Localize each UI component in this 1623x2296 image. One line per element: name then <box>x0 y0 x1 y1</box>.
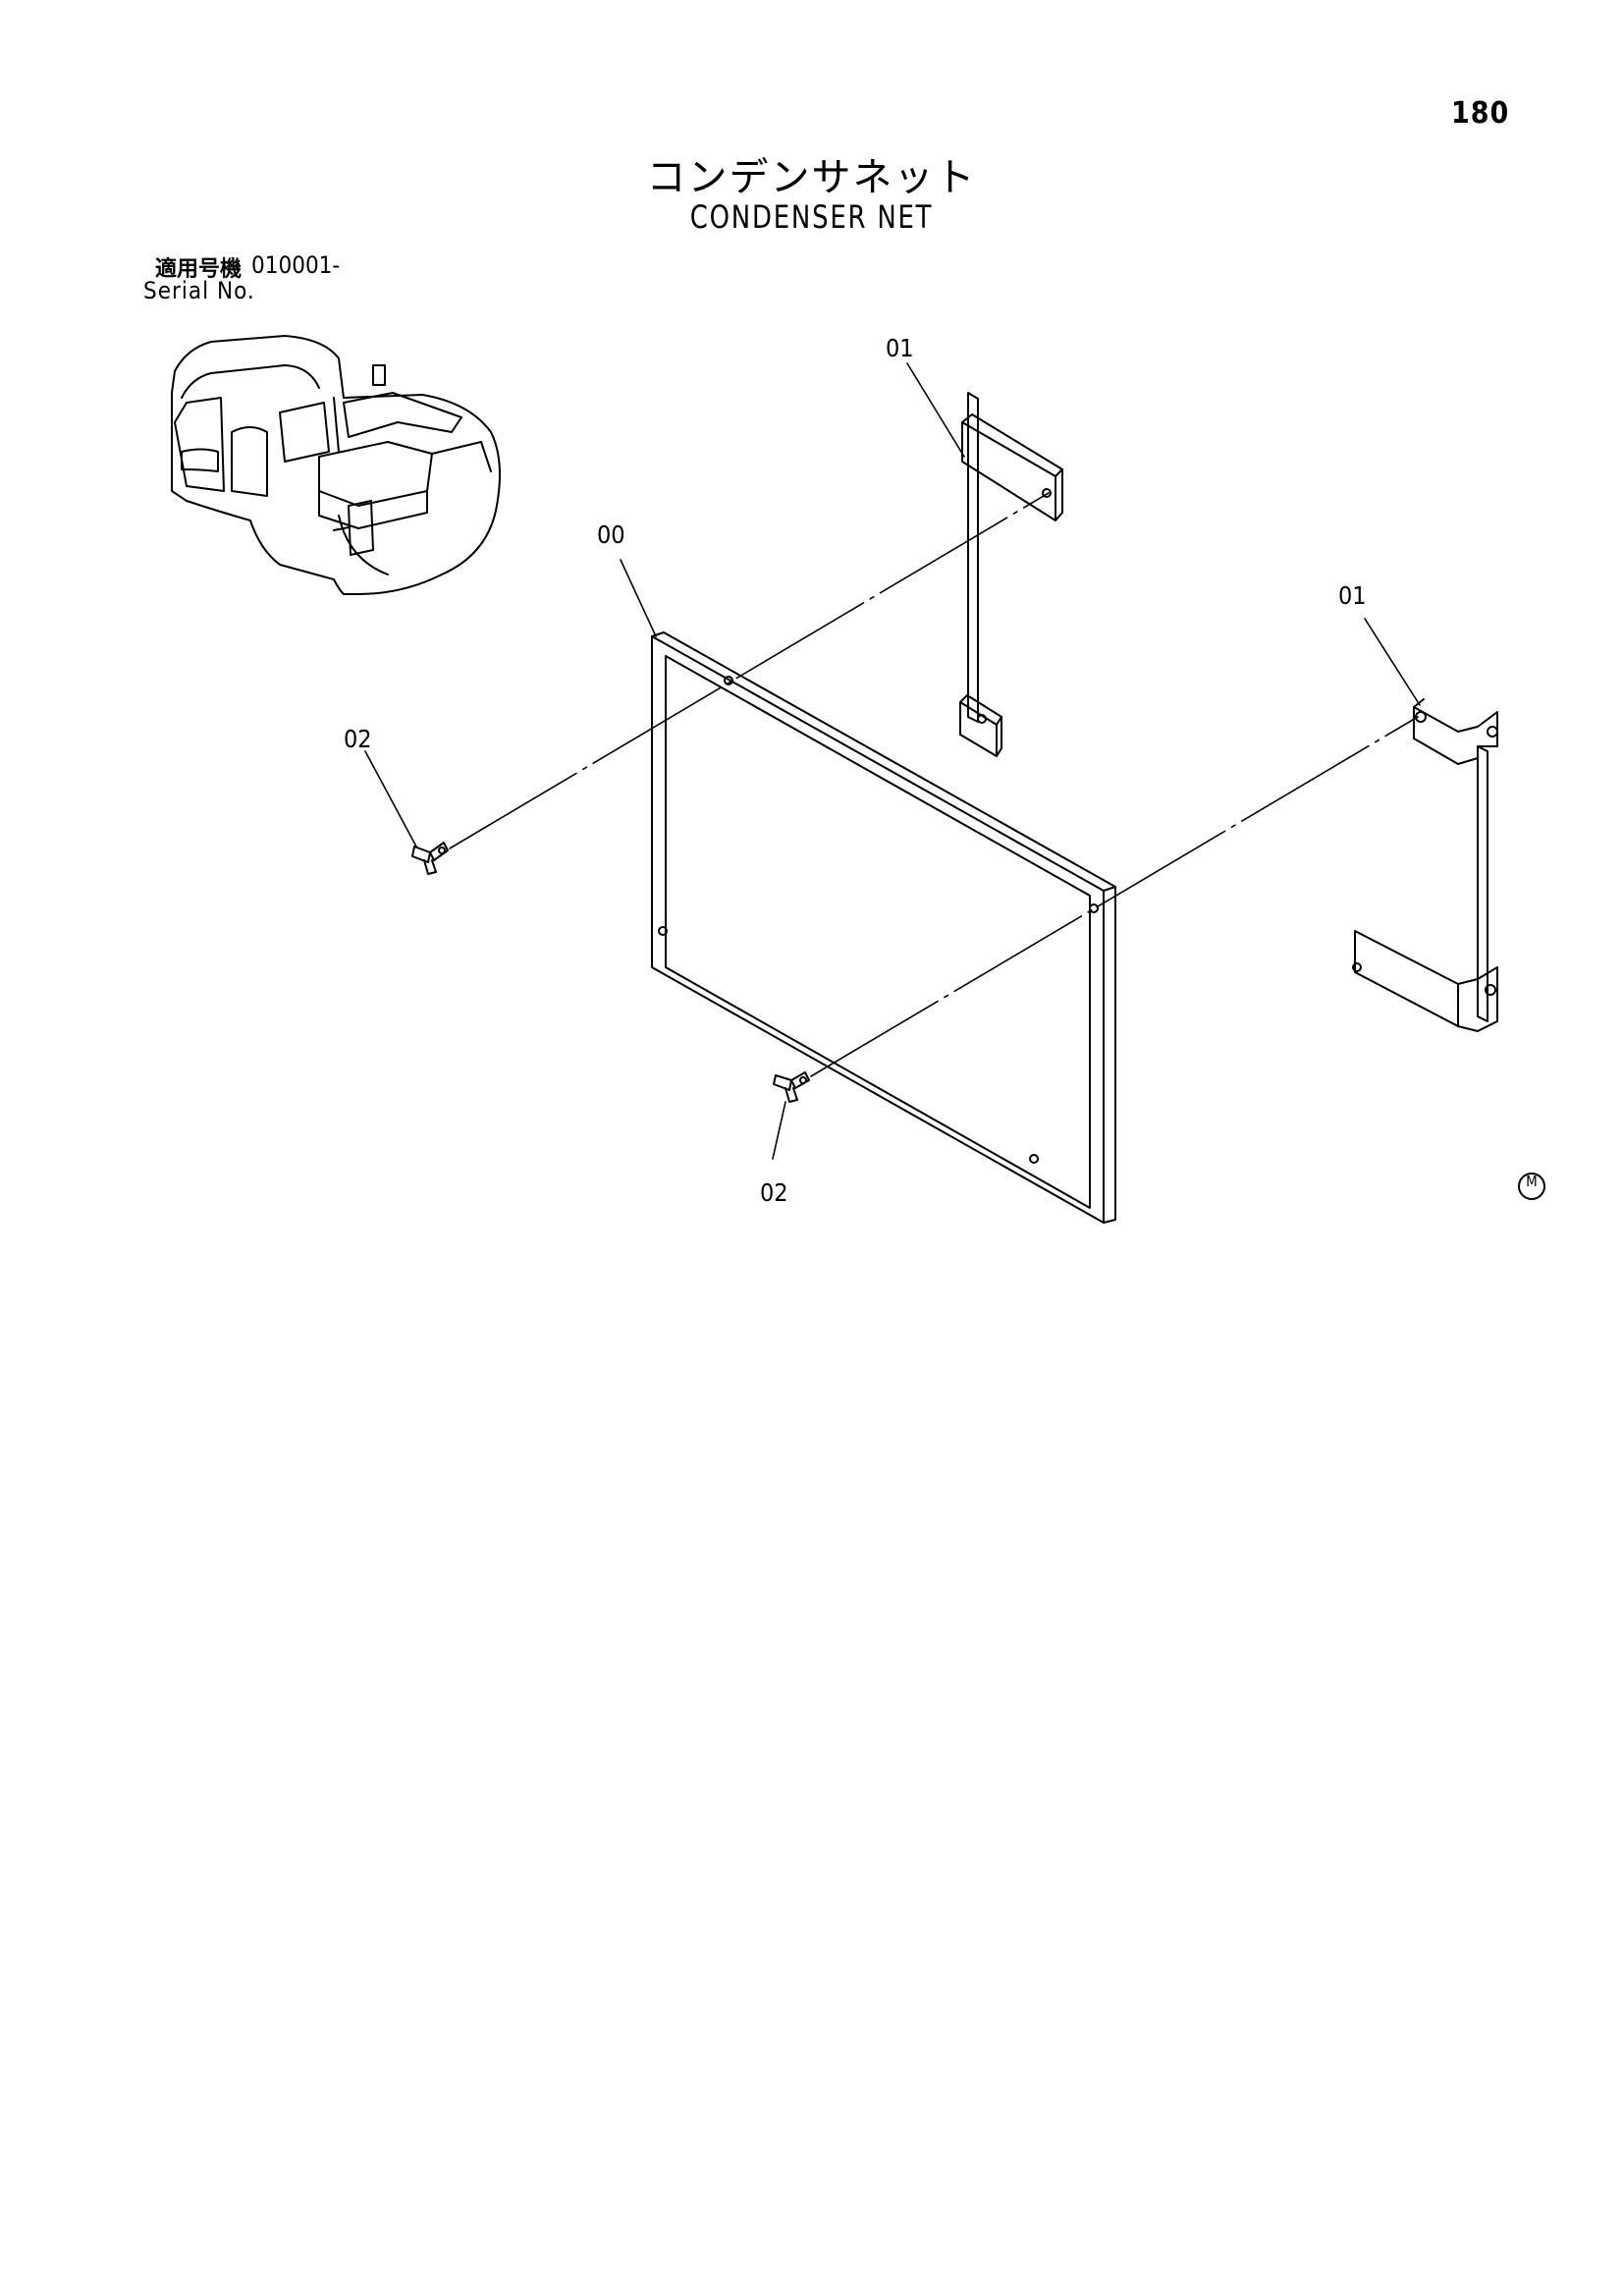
serial-label-japanese: 適用号機 <box>155 257 243 282</box>
condenser-net-frame <box>651 631 1116 1224</box>
callout-label-bracket-top: 01 <box>886 334 914 362</box>
page-number: 180 <box>1451 96 1510 131</box>
callout-label-wing-nut-left: 02 <box>344 725 372 753</box>
serial-value: 010001- <box>251 251 341 279</box>
title-japanese: コンデンサネット <box>646 155 977 200</box>
serial-label-english: Serial No. <box>143 277 255 304</box>
assembly-lines <box>449 492 1419 1077</box>
callout-label-bracket-right: 01 <box>1338 581 1367 610</box>
leader-lines <box>364 362 1421 1160</box>
bracket-top <box>959 392 1063 757</box>
bracket-right <box>1352 698 1498 1032</box>
callout-label-wing-nut-bottom: 02 <box>760 1178 788 1207</box>
circle-mark <box>1518 1173 1545 1200</box>
excavator-locator-illustration <box>171 335 501 595</box>
title-english: CONDENSER NET <box>689 198 934 236</box>
wing-nut-bottom <box>773 1071 810 1103</box>
callout-label-net: 00 <box>597 520 625 549</box>
circle-mark-letter: M <box>1526 1173 1538 1190</box>
wing-nut-left <box>411 842 449 875</box>
